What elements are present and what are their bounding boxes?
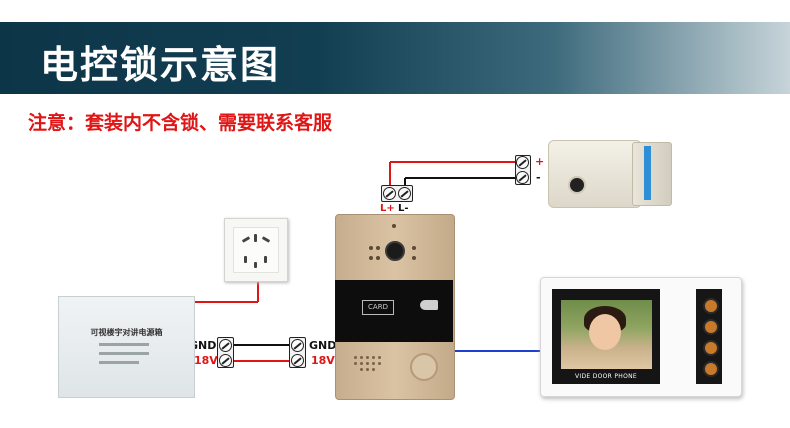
door-terminal-gnd: [291, 339, 304, 352]
lock-terminal-minus: [516, 171, 529, 184]
monitor-button[interactable]: [703, 298, 719, 314]
socket-faceplate: [233, 227, 279, 273]
lock-bolt-strip: [644, 146, 651, 200]
wall-socket: [224, 218, 288, 282]
lock-plus-label: +: [535, 155, 545, 168]
title-banner: 电控锁示意图: [0, 22, 790, 94]
warning-note: 注意：套装内不含锁、需要联系客服: [28, 112, 333, 134]
electric-lock: [548, 140, 642, 208]
psu-spec-line: [99, 361, 139, 364]
psu-spec-line: [99, 343, 149, 346]
door-terminal-lplus: [383, 187, 396, 200]
card-reader-icon: CARD: [362, 300, 394, 315]
keyhole-icon: [568, 176, 586, 194]
monitor-button[interactable]: [703, 319, 719, 335]
monitor-brand-label: VIDE DOOR PHONE: [575, 373, 637, 380]
camera-icon: [385, 241, 405, 261]
lminus-label: L-: [398, 203, 409, 214]
child-portrait-face: [589, 314, 621, 350]
door-terminal-lminus: [398, 187, 411, 200]
lock-minus-label: -: [536, 171, 541, 184]
door-station-glass-panel: [335, 280, 453, 342]
monitor-button[interactable]: [703, 340, 719, 356]
power-supply-title: 可视楼宇对讲电源箱: [90, 328, 163, 337]
psu-terminal-18v: [219, 354, 232, 367]
psu-terminal-gnd: [219, 339, 232, 352]
psu-spec-line: [99, 352, 149, 355]
hand-icon: [420, 300, 438, 310]
psu-gnd-label: GND: [189, 339, 217, 352]
door-gnd-label: GND: [309, 339, 337, 352]
psu-18v-label: 18V: [194, 354, 218, 367]
call-button: [410, 353, 438, 381]
lock-terminal-plus: [516, 156, 529, 169]
lock-faceplate: [632, 142, 672, 206]
monitor-button[interactable]: [703, 361, 719, 377]
door-18v-label: 18V: [311, 354, 335, 367]
door-terminal-18v: [291, 354, 304, 367]
page-title: 电控锁示意图: [40, 43, 281, 87]
power-supply-box: 可视楼宇对讲电源箱: [58, 296, 195, 398]
lplus-label: L+: [380, 203, 395, 214]
